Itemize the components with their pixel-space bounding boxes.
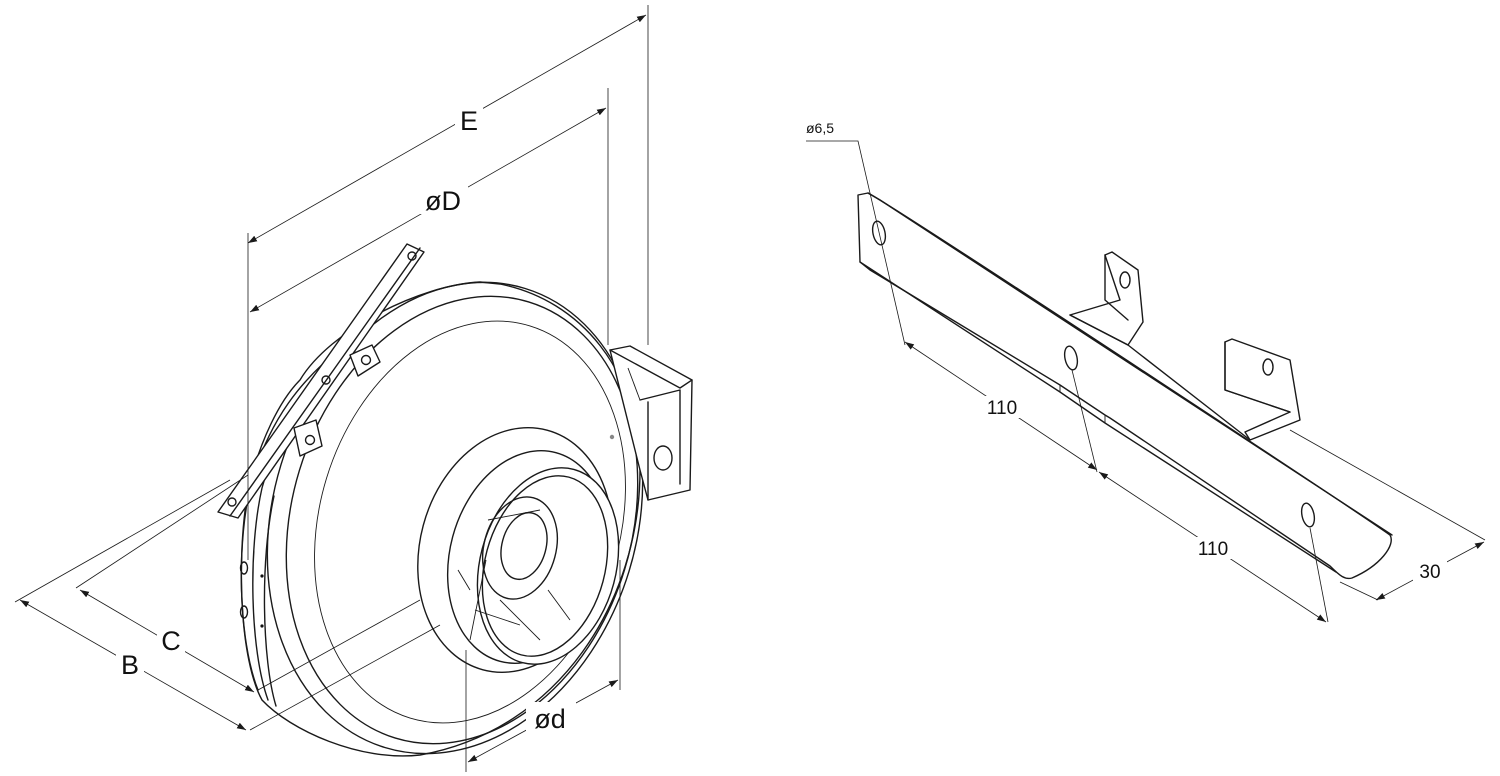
label-C: C (161, 626, 181, 656)
label-inlet-diameter: ød (534, 704, 566, 734)
label-outer-diameter: øD (425, 186, 461, 216)
label-B: B (121, 650, 139, 680)
bracket-labels: ø6,5 110 110 30 (806, 120, 1447, 583)
fan-labels: E øD B C ød (116, 104, 576, 734)
terminal-box (609, 345, 693, 501)
label-E: E (460, 106, 478, 136)
mounting-bracket-drawing: ø6,5 110 110 30 (806, 120, 1486, 623)
label-width: 30 (1419, 562, 1440, 583)
inlet-collar (417, 427, 620, 673)
duct-fan-drawing: E øD B C ød (14, 5, 693, 772)
label-hole-diameter: ø6,5 (806, 120, 834, 136)
label-spacing-1: 110 (987, 398, 1017, 419)
label-spacing-2: 110 (1198, 539, 1228, 560)
